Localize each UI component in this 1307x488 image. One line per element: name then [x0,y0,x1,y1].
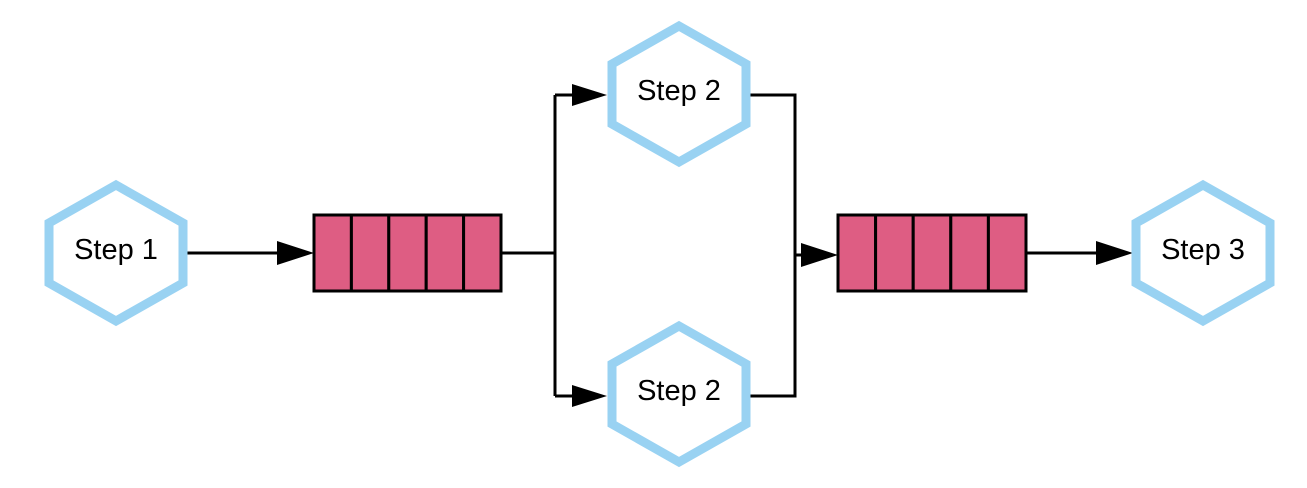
node-step-2-top: Step 2 [607,20,751,168]
queue-2 [836,213,1028,293]
node-step-1: Step 1 [44,179,188,327]
queue-1-slot [387,213,428,293]
arrowhead-step3 [1096,241,1133,265]
hexagon-shape [607,20,751,168]
queue-1 [312,213,503,293]
arrowhead-queue2 [801,243,838,267]
node-step-2-bottom: Step 2 [607,320,751,468]
queue-2-slot [986,213,1028,293]
queue-2-slot [949,213,990,293]
arrowhead-step2-top [572,84,607,106]
queue-1-slot [424,213,466,293]
hexagon-shape [607,320,751,468]
node-step-2-bottom-label: Step 2 [637,375,721,407]
node-step-2-top-label: Step 2 [637,75,721,107]
node-step-1-label: Step 1 [74,234,158,266]
edge-queue1-split [501,95,557,396]
hexagon-shape [44,179,188,327]
connectors [183,84,1133,407]
hexagon-shape [1131,179,1275,327]
queue-1-slot [349,213,391,293]
queue-2-slot [911,213,953,293]
node-step-3: Step 3 [1131,179,1275,327]
node-step-3-label: Step 3 [1161,234,1245,266]
queue-1-slot [312,213,353,293]
arrowhead-step2-bottom [572,385,607,407]
queue-2-slot [874,213,915,293]
queue-2-slot [836,213,878,293]
queue-1-slot [462,213,503,293]
edge-step2-merge [746,93,797,398]
arrowhead-queue1 [277,241,314,265]
